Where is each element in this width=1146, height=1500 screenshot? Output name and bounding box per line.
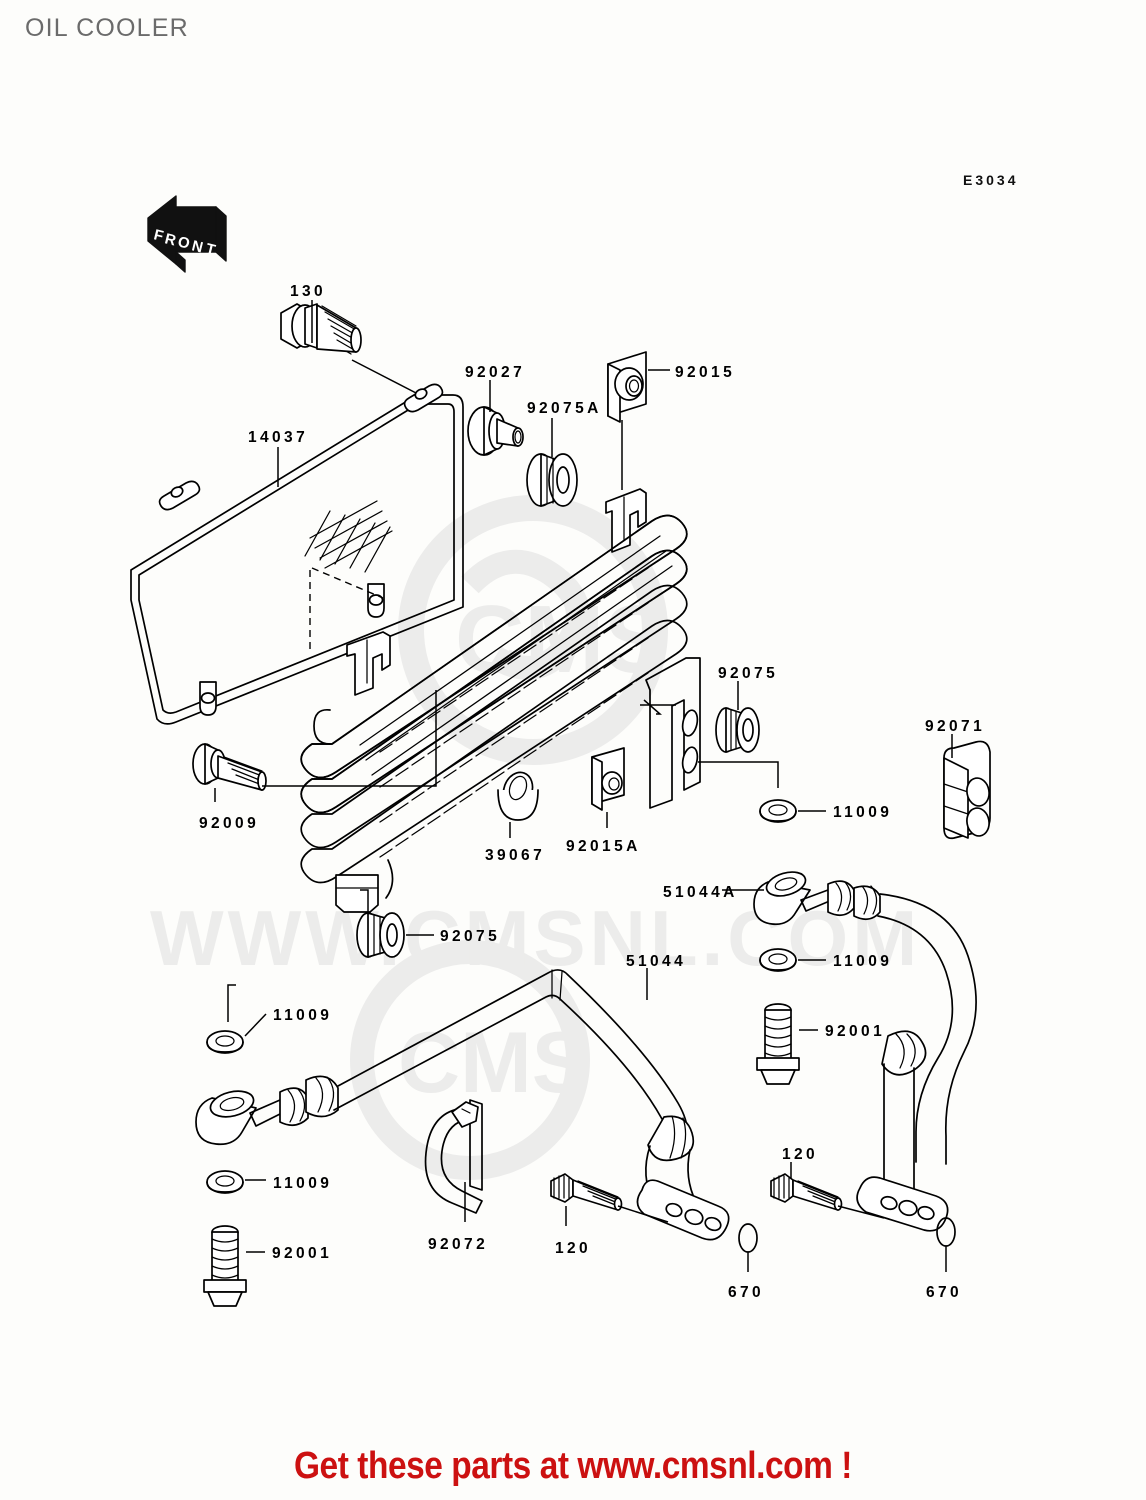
part-label-92009: 92009	[199, 815, 260, 832]
part-label-670-left: 670	[728, 1284, 765, 1301]
leader-11009-c-branch	[227, 984, 236, 1022]
hose-bracket	[640, 657, 701, 809]
leader-11009-a-branch	[698, 761, 779, 788]
part-92015A-nut	[591, 747, 625, 811]
part-14037-guard	[130, 383, 464, 725]
part-label-39067: 39067	[485, 847, 546, 864]
leader-120-right-to-part	[837, 1205, 885, 1219]
leader-11009-c	[244, 1013, 267, 1037]
part-92027-collar	[467, 406, 524, 456]
part-51044A-hose	[753, 871, 977, 1232]
part-120-bolt-right	[770, 1173, 843, 1211]
svg-text:F: F	[152, 226, 165, 245]
part-130-bolt	[280, 303, 362, 355]
part-120-bolt-mid	[550, 1173, 623, 1211]
part-label-92027: 92027	[465, 364, 526, 381]
svg-text:N: N	[190, 237, 205, 256]
part-label-14037: 14037	[248, 429, 309, 446]
part-label-51044A: 51044A	[663, 884, 738, 901]
part-label-92015: 92015	[675, 364, 736, 381]
part-label-11009-c: 11009	[273, 1007, 333, 1024]
part-92001-banjo-bolt-left	[203, 1225, 247, 1307]
sheet-code: E3034	[963, 172, 1019, 188]
part-label-92071: 92071	[925, 718, 986, 735]
part-92001-banjo-bolt-right	[756, 1003, 800, 1085]
part-92009-screw	[192, 743, 267, 791]
svg-text:T: T	[204, 240, 217, 259]
part-11009-washer-d	[206, 1170, 244, 1194]
part-label-92075A: 92075A	[527, 400, 602, 417]
leader-92009-to-core	[262, 690, 437, 787]
page-title: OIL COOLER	[25, 14, 189, 42]
part-670-oring-right	[936, 1217, 956, 1247]
part-label-120-mid: 120	[555, 1240, 592, 1257]
part-label-92001-right: 92001	[825, 1023, 886, 1040]
part-label-92075-right: 92075	[718, 665, 779, 682]
part-label-670-right: 670	[926, 1284, 963, 1301]
part-92071-grommet	[943, 740, 991, 840]
part-670-oring-left	[738, 1223, 758, 1253]
svg-text:O: O	[176, 233, 192, 252]
part-11009-washer-a	[759, 799, 797, 823]
part-92075-damper-right	[715, 707, 760, 753]
part-92015-nut	[607, 351, 647, 423]
svg-text:R: R	[163, 230, 178, 249]
part-39067-oil-cooler-core	[300, 488, 688, 913]
part-92075-damper-left	[356, 912, 405, 958]
part-label-11009-d: 11009	[273, 1175, 333, 1192]
part-11009-washer-b	[759, 948, 797, 972]
part-92072-clamp	[424, 1099, 483, 1214]
part-label-92001-left: 92001	[272, 1245, 333, 1262]
svg-text:CMS: CMS	[398, 1015, 589, 1111]
part-label-11009-b: 11009	[833, 953, 893, 970]
part-51044-hose	[195, 969, 730, 1241]
part-92075A-damper	[526, 453, 578, 507]
part-label-51044: 51044	[626, 953, 687, 970]
part-label-130: 130	[290, 283, 327, 300]
leader-130-to-part	[351, 359, 419, 395]
part-label-92072: 92072	[428, 1236, 489, 1253]
part-label-92015A: 92015A	[566, 838, 641, 855]
part-label-11009-a: 11009	[833, 804, 893, 821]
leader-92075-left-branch	[360, 889, 369, 912]
part-label-92075-left: 92075	[440, 928, 501, 945]
part-label-120-right: 120	[782, 1146, 819, 1163]
part-11009-washer-c	[206, 1030, 244, 1054]
leader-120-mid-to-part	[617, 1205, 669, 1223]
footer-cta[interactable]: Get these parts at www.cmsnl.com !	[293, 1445, 853, 1487]
